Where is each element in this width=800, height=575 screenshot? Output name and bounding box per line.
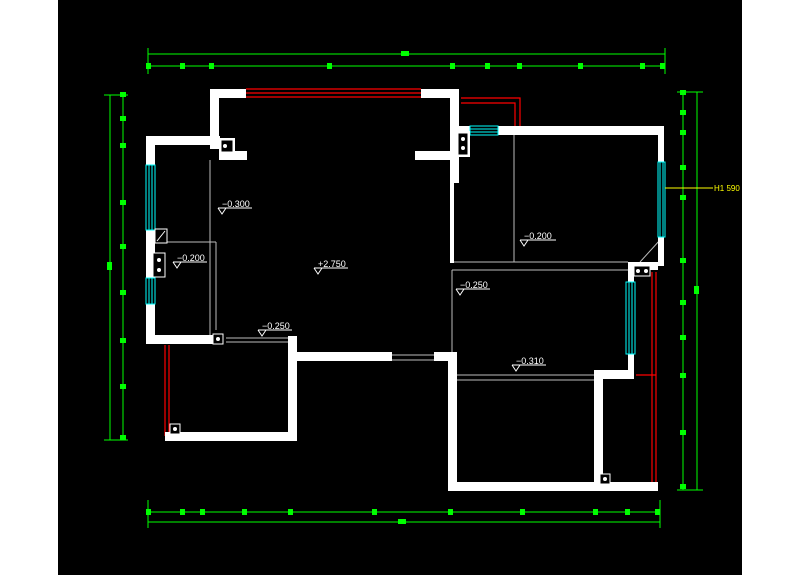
window-right-lower [625,281,636,355]
column-bottom-right [599,473,611,485]
level-label-left-room: −0.200 [177,253,205,263]
column-mid-top [456,131,470,157]
column-right-mid [633,265,651,277]
level-label-right-lower: −0.310 [516,356,544,366]
windows [145,125,666,355]
railings [164,88,657,482]
level-markers [172,207,556,372]
column-left-top [219,138,235,154]
floor-plan: −0.300 −0.200 +2.750 −0.250 −0.200 −0.25… [104,48,740,528]
interior-lines [160,134,661,381]
level-label-right-mid: −0.250 [460,280,488,290]
columns [152,131,651,485]
level-label-living-lower: −0.250 [262,321,290,331]
window-left-lower [145,277,156,305]
window-left-upper [145,164,156,231]
column-left-bottom [212,333,224,345]
cad-drawing-canvas[interactable]: −0.300 −0.200 +2.750 −0.250 −0.200 −0.25… [58,0,742,575]
column-bottom-left [169,423,181,435]
dimension-lines [104,48,703,528]
height-tag-label: H1 590 [714,184,740,193]
level-label-living-center: +2.750 [318,259,346,269]
level-label-right-room: −0.200 [524,231,552,241]
column-left-mid [152,252,166,278]
window-right-top [469,125,499,136]
level-label-living-upper: −0.300 [222,199,250,209]
window-right-side [657,161,666,238]
dimension-ticks [107,51,699,524]
fixture-left-box [154,228,168,244]
